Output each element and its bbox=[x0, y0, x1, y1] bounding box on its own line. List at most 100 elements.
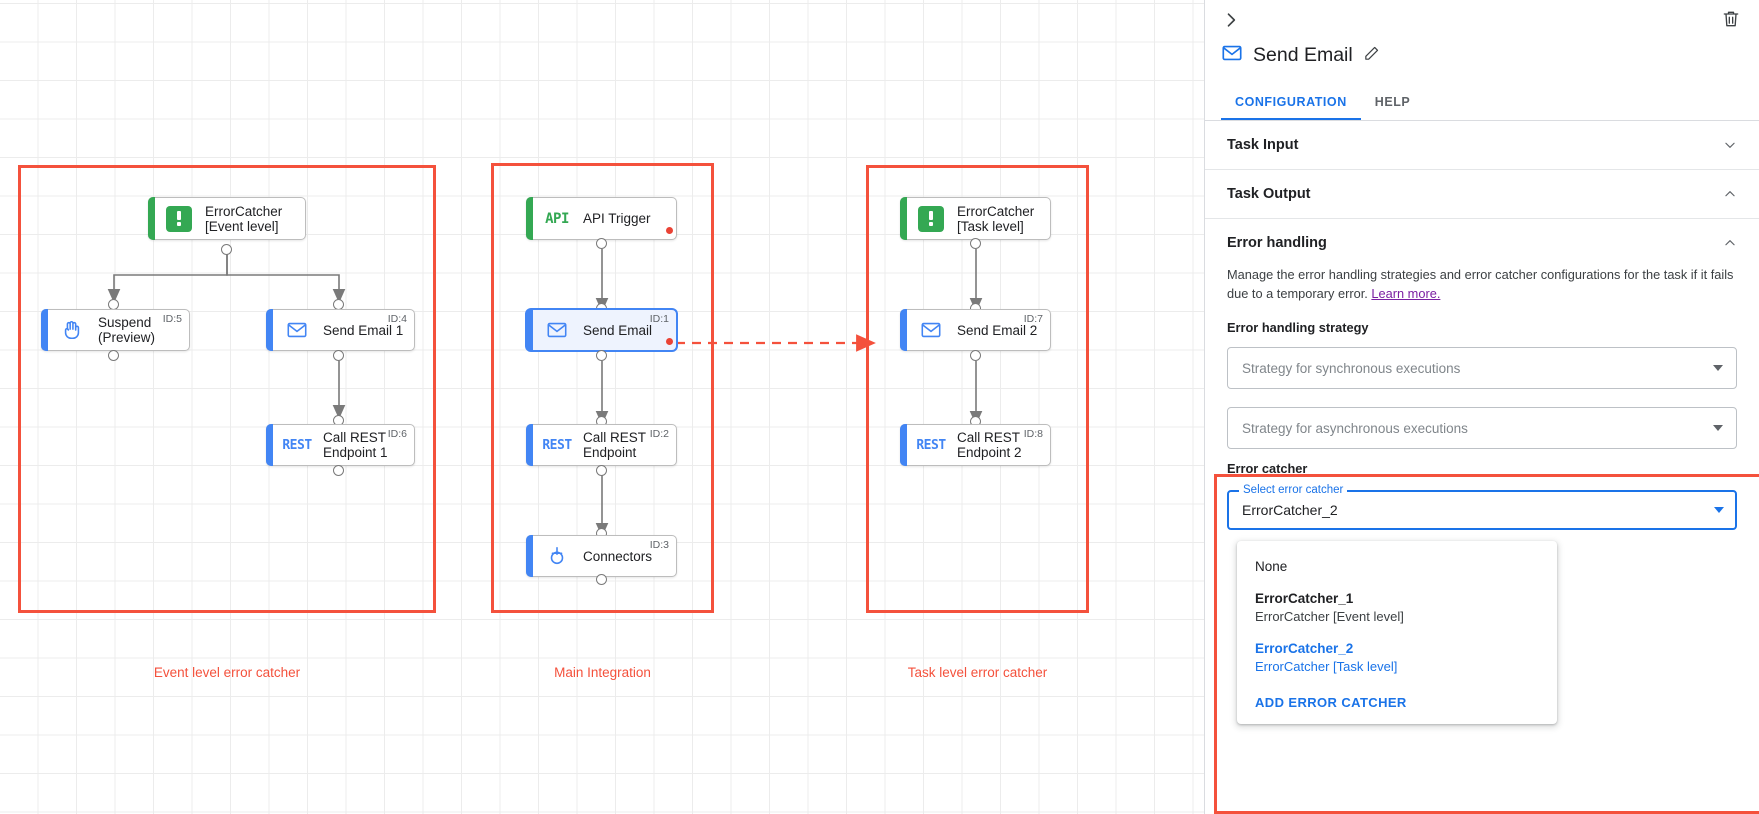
node-accent-bar bbox=[266, 424, 273, 466]
node-call-rest-endpoint-1[interactable]: REST Call REST Endpoint 1 ID:6 bbox=[266, 424, 415, 466]
node-label: Send Email 2 bbox=[957, 322, 1038, 338]
node-send-email[interactable]: Send Email ID:1 bbox=[526, 309, 677, 351]
node-error-catcher-event-level[interactable]: ErrorCatcher [Event level] bbox=[148, 197, 306, 240]
node-accent-bar bbox=[526, 197, 533, 240]
node-port-out[interactable] bbox=[108, 350, 119, 361]
api-icon: API bbox=[545, 210, 569, 227]
node-id-tag: ID:2 bbox=[649, 428, 669, 440]
chevron-up-icon bbox=[1723, 236, 1737, 250]
section-title: Task Input bbox=[1227, 137, 1299, 153]
error-catcher-selected-value: ErrorCatcher_2 bbox=[1242, 502, 1338, 518]
node-port-out[interactable] bbox=[970, 350, 981, 361]
group-caption-event-level: Event level error catcher bbox=[153, 665, 301, 680]
node-call-rest-endpoint[interactable]: REST Call REST Endpoint ID:2 bbox=[526, 424, 677, 466]
node-error-catcher-task-level[interactable]: ErrorCatcher [Task level] bbox=[900, 197, 1051, 240]
node-accent-bar bbox=[900, 197, 907, 240]
hand-icon bbox=[59, 317, 85, 343]
tab-help[interactable]: HELP bbox=[1374, 95, 1411, 109]
node-id-tag: ID:3 bbox=[649, 539, 669, 551]
node-port-out[interactable] bbox=[596, 350, 607, 361]
connectors-icon bbox=[544, 543, 570, 569]
pencil-icon[interactable] bbox=[1363, 45, 1380, 67]
email-icon bbox=[544, 317, 570, 343]
error-handling-description: Manage the error handling strategies and… bbox=[1227, 265, 1737, 303]
option-secondary-text: ErrorCatcher [Event level] bbox=[1255, 609, 1404, 624]
option-primary-text: ErrorCatcher_1 bbox=[1255, 591, 1354, 606]
error-catcher-floating-label: Select error catcher bbox=[1239, 484, 1348, 496]
dropdown-option-errorcatcher-1[interactable]: ErrorCatcher_1 ErrorCatcher [Event level… bbox=[1237, 583, 1557, 633]
node-accent-bar bbox=[266, 309, 273, 351]
node-label: Call REST Endpoint 2 bbox=[957, 430, 1022, 460]
section-title: Error handling bbox=[1227, 235, 1327, 251]
group-caption-task-level: Task level error catcher bbox=[907, 665, 1048, 680]
node-label: ErrorCatcher [Task level] bbox=[957, 203, 1035, 234]
node-port-out[interactable] bbox=[970, 238, 981, 249]
error-catcher-dropdown-menu[interactable]: None ErrorCatcher_1 ErrorCatcher [Event … bbox=[1237, 541, 1557, 724]
group-box-main-integration bbox=[491, 163, 714, 613]
node-suspend-preview[interactable]: Suspend (Preview) ID:5 bbox=[41, 309, 190, 351]
add-error-catcher-button[interactable]: ADD ERROR CATCHER bbox=[1255, 695, 1407, 710]
node-error-indicator-dot bbox=[666, 227, 673, 234]
error-catcher-select[interactable]: Select error catcher ErrorCatcher_2 bbox=[1227, 484, 1737, 530]
error-catcher-icon bbox=[166, 205, 192, 232]
section-task-input[interactable]: Task Input bbox=[1205, 121, 1759, 170]
option-secondary-text: ErrorCatcher [Task level] bbox=[1255, 659, 1398, 674]
error-handling-body: Manage the error handling strategies and… bbox=[1205, 257, 1759, 449]
node-id-tag: ID:1 bbox=[649, 313, 669, 325]
panel-header bbox=[1205, 0, 1759, 32]
panel-tabs: CONFIGURATION HELP bbox=[1205, 85, 1759, 121]
sync-strategy-select[interactable]: Strategy for synchronous executions bbox=[1227, 347, 1737, 389]
node-port-out[interactable] bbox=[333, 350, 344, 361]
async-strategy-select[interactable]: Strategy for asynchronous executions bbox=[1227, 407, 1737, 449]
node-port-out[interactable] bbox=[596, 574, 607, 585]
group-box-task-level bbox=[866, 165, 1089, 613]
email-icon bbox=[918, 317, 944, 343]
error-catcher-area: Error catcher Select error catcher Error… bbox=[1205, 449, 1759, 724]
dropdown-option-none[interactable]: None bbox=[1237, 551, 1557, 583]
node-send-email-2[interactable]: Send Email 2 ID:7 bbox=[900, 309, 1051, 351]
learn-more-link[interactable]: Learn more. bbox=[1371, 286, 1441, 301]
node-label: Connectors bbox=[583, 548, 653, 564]
node-call-rest-endpoint-2[interactable]: REST Call REST Endpoint 2 ID:8 bbox=[900, 424, 1051, 466]
chevron-down-icon bbox=[1713, 365, 1723, 371]
section-task-output[interactable]: Task Output bbox=[1205, 170, 1759, 219]
node-send-email-1[interactable]: Send Email 1 ID:4 bbox=[266, 309, 415, 351]
dropdown-option-errorcatcher-2[interactable]: ErrorCatcher_2 ErrorCatcher [Task level] bbox=[1237, 633, 1557, 683]
node-port-out[interactable] bbox=[333, 465, 344, 476]
node-label: Suspend (Preview) bbox=[98, 315, 156, 345]
group-box-event-level bbox=[18, 165, 436, 613]
node-accent-bar bbox=[900, 309, 907, 351]
rest-icon: REST bbox=[916, 437, 946, 453]
node-id-tag: ID:7 bbox=[1023, 313, 1043, 325]
section-error-handling[interactable]: Error handling bbox=[1205, 219, 1759, 257]
option-primary-text: ErrorCatcher_2 bbox=[1255, 641, 1354, 656]
integration-canvas[interactable]: Event level error catcher Main Integrati… bbox=[0, 0, 1204, 814]
task-config-panel: Send Email CONFIGURATION HELP Task Input… bbox=[1204, 0, 1759, 814]
chevron-right-icon[interactable] bbox=[1221, 10, 1243, 32]
node-id-tag: ID:8 bbox=[1023, 428, 1043, 440]
node-label: Call REST Endpoint bbox=[583, 430, 647, 460]
node-label: Send Email bbox=[583, 322, 653, 338]
node-label: API Trigger bbox=[583, 211, 651, 226]
email-icon bbox=[1221, 42, 1243, 69]
node-port-out[interactable] bbox=[221, 244, 232, 255]
node-error-indicator-dot bbox=[666, 338, 673, 345]
sync-strategy-placeholder: Strategy for synchronous executions bbox=[1242, 360, 1461, 376]
node-port-out[interactable] bbox=[596, 465, 607, 476]
node-api-trigger[interactable]: API API Trigger bbox=[526, 197, 677, 240]
node-port-out[interactable] bbox=[596, 238, 607, 249]
rest-icon: REST bbox=[542, 437, 572, 453]
node-connectors[interactable]: Connectors ID:3 bbox=[526, 535, 677, 577]
tab-configuration[interactable]: CONFIGURATION bbox=[1221, 85, 1361, 120]
node-label: Send Email 1 bbox=[323, 322, 404, 338]
panel-title-row: Send Email bbox=[1205, 32, 1759, 69]
page-title: Send Email bbox=[1253, 44, 1353, 66]
node-accent-bar bbox=[526, 535, 533, 577]
node-label: ErrorCatcher [Event level] bbox=[205, 203, 283, 234]
error-handling-strategy-label: Error handling strategy bbox=[1227, 320, 1369, 335]
async-strategy-placeholder: Strategy for asynchronous executions bbox=[1242, 420, 1468, 436]
chevron-down-icon bbox=[1714, 507, 1724, 513]
trash-icon[interactable] bbox=[1721, 9, 1743, 31]
node-id-tag: ID:4 bbox=[387, 313, 407, 325]
